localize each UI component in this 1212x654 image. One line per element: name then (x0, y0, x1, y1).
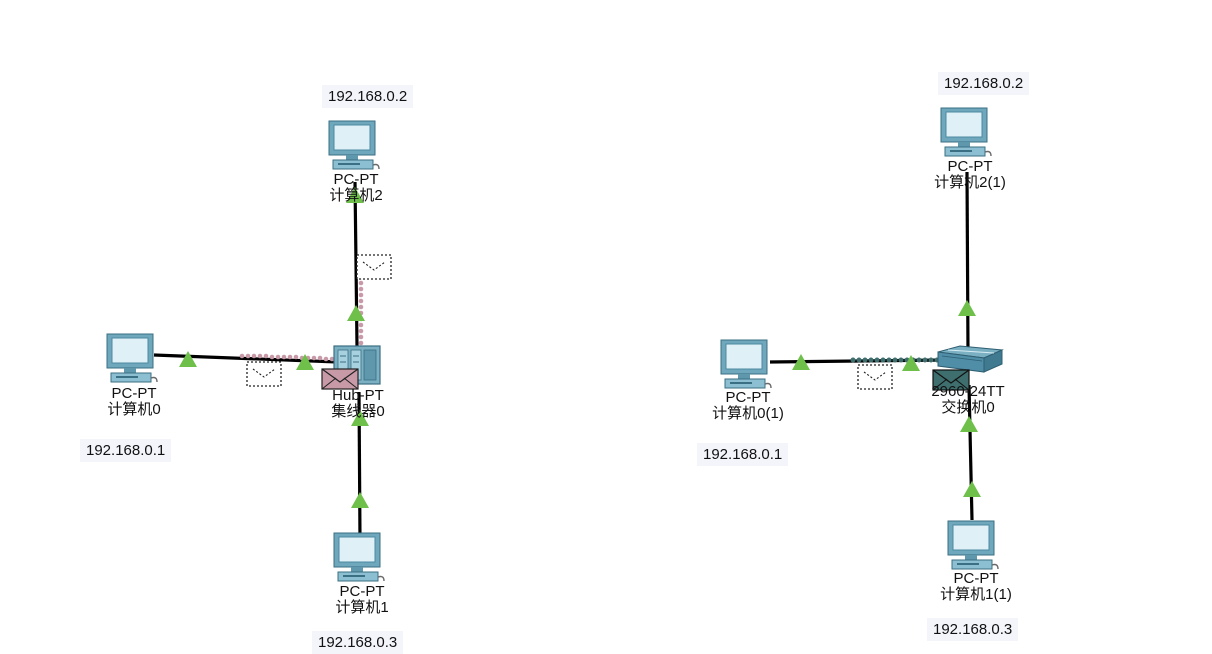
pdu-envelope-icon[interactable] (246, 361, 282, 387)
pc-icon[interactable] (106, 333, 158, 383)
switch-network (720, 107, 1004, 570)
device-label: 2960-24TT 交换机0 (931, 384, 1004, 416)
pc-icon[interactable] (333, 532, 385, 582)
link-up-arrow-icon (958, 300, 976, 316)
device-name: 计算机1(1) (940, 586, 1012, 603)
ip-address-label: 192.168.0.2 (322, 85, 414, 108)
device-label: PC-PT 计算机1(1) (940, 571, 1012, 603)
ip-address-label: 192.168.0.3 (927, 618, 1019, 641)
device-name: 交换机0 (941, 399, 995, 416)
link-switch-pc2[interactable] (965, 171, 970, 353)
pdu-envelope-icon[interactable] (356, 254, 392, 280)
pdu-envelope-icon[interactable] (857, 364, 893, 390)
device-model: PC-PT (947, 158, 993, 175)
pdu-envelope-icon[interactable] (321, 368, 359, 390)
link-up-arrow-icon (963, 481, 981, 497)
device-model: PC-PT (333, 171, 379, 188)
device-label: PC-PT 计算机0(1) (712, 390, 784, 422)
device-label: PC-PT 计算机2 (329, 172, 382, 204)
ip-address-label: 192.168.0.1 (80, 439, 172, 462)
hub-network (106, 120, 392, 582)
pc-icon[interactable] (328, 120, 380, 170)
device-model: PC-PT (339, 583, 385, 600)
pc-icon[interactable] (940, 107, 992, 157)
ip-address-label: 192.168.0.1 (697, 443, 789, 466)
device-name: 集线器0 (331, 403, 385, 420)
device-model: PC-PT (111, 385, 157, 402)
link-up-arrow-icon (351, 492, 369, 508)
ip-address-label: 192.168.0.3 (312, 631, 404, 654)
device-label: PC-PT 计算机2(1) (934, 159, 1006, 191)
link-switch-pc1[interactable] (967, 384, 974, 521)
device-name: 计算机0(1) (712, 405, 784, 422)
device-name: 计算机2 (329, 187, 383, 204)
link-up-arrow-icon (960, 416, 978, 432)
device-label: PC-PT 计算机1 (335, 584, 388, 616)
device-model: PC-PT (725, 389, 771, 406)
switch-device-icon[interactable] (937, 345, 1004, 373)
device-model: Hub-PT (332, 387, 384, 404)
device-model: PC-PT (953, 570, 999, 587)
device-label: Hub-PT 集线器0 (331, 388, 384, 420)
device-label: PC-PT 计算机0 (107, 386, 160, 418)
ip-address-label: 192.168.0.2 (938, 72, 1030, 95)
switch-links (769, 171, 974, 521)
pc-icon[interactable] (947, 520, 999, 570)
link-up-arrow-icon (902, 355, 920, 371)
pc-icon[interactable] (720, 339, 772, 389)
device-name: 计算机1 (335, 599, 389, 616)
device-model: 2960-24TT (931, 383, 1005, 400)
link-up-arrow-icon (179, 351, 197, 367)
pdu-envelope-icon[interactable] (932, 369, 970, 391)
link-hub-pc2[interactable] (353, 181, 359, 347)
device-name: 计算机2(1) (934, 174, 1006, 191)
device-name: 计算机0 (107, 401, 161, 418)
